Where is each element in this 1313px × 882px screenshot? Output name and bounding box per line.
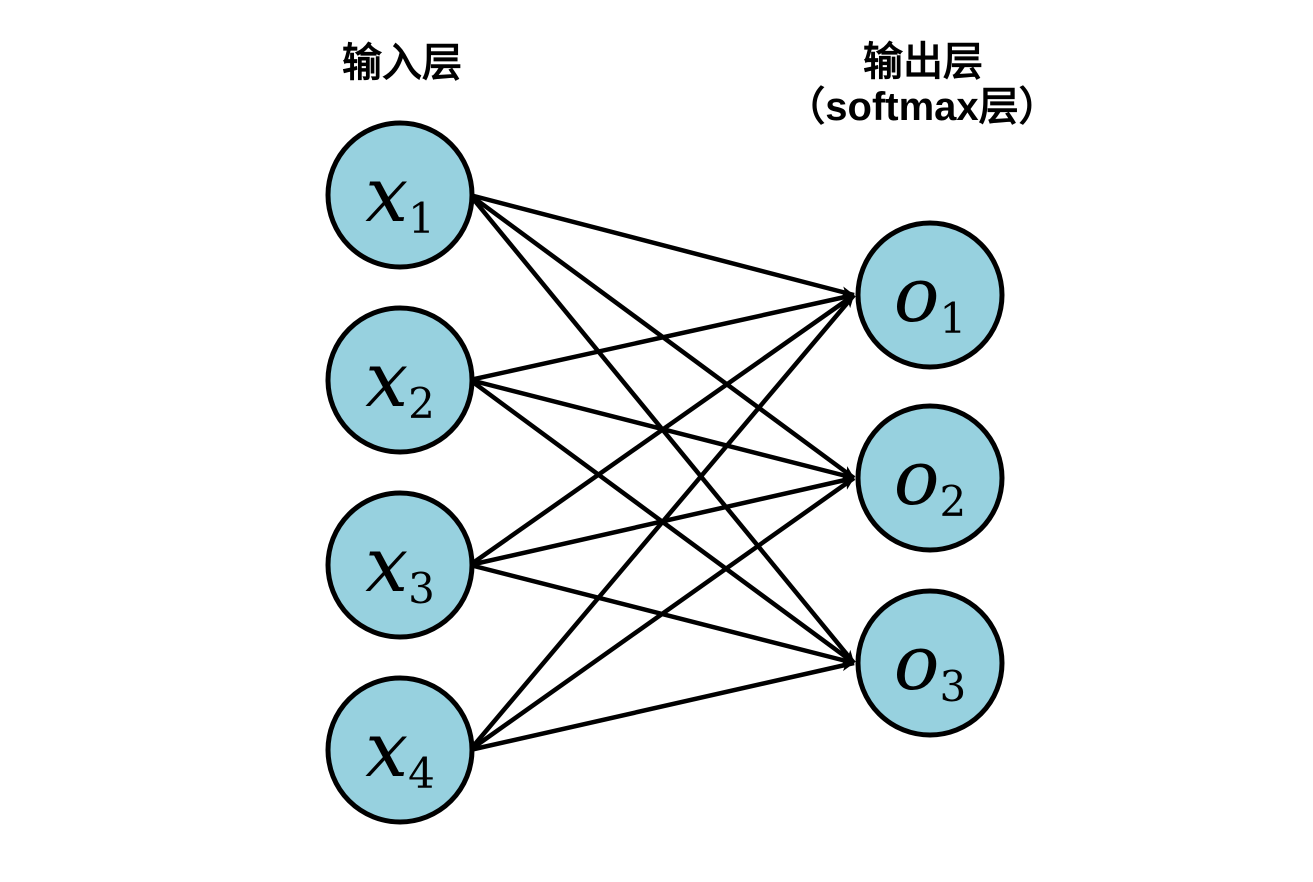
- edge-x4-o1: [468, 293, 856, 752]
- node-x4: [325, 675, 475, 825]
- node-label-o1: o1: [894, 250, 967, 343]
- node-label-o3: o3: [894, 618, 967, 711]
- nodes-layer: x1 x2 x3 x4 o1 o2 o3: [325, 120, 1005, 825]
- edge-x4-o3: [469, 660, 855, 753]
- node-label-o2: o2: [894, 433, 967, 526]
- edge-x4-o2: [468, 476, 856, 752]
- edge-x3-o1: [468, 293, 856, 567]
- node-o1: [855, 220, 1005, 370]
- edge-x1-o1: [469, 192, 855, 298]
- node-x3: [325, 490, 475, 640]
- edges-layer: [468, 192, 856, 753]
- node-x1: [325, 120, 475, 270]
- input-layer-title: 输入层: [342, 41, 462, 85]
- node-label-x2: x2: [365, 335, 435, 428]
- node-o2: [855, 403, 1005, 553]
- node-label-x4: x4: [365, 705, 435, 798]
- node-label-x1: x1: [365, 150, 435, 243]
- node-x2: [325, 305, 475, 455]
- node-label-x3: x3: [365, 520, 435, 613]
- node-o3: [855, 588, 1005, 738]
- output-layer-title-line1: 输出层: [863, 40, 983, 84]
- output-layer-title-line2: （softmax层）: [785, 85, 1058, 129]
- edge-x2-o1: [469, 292, 855, 383]
